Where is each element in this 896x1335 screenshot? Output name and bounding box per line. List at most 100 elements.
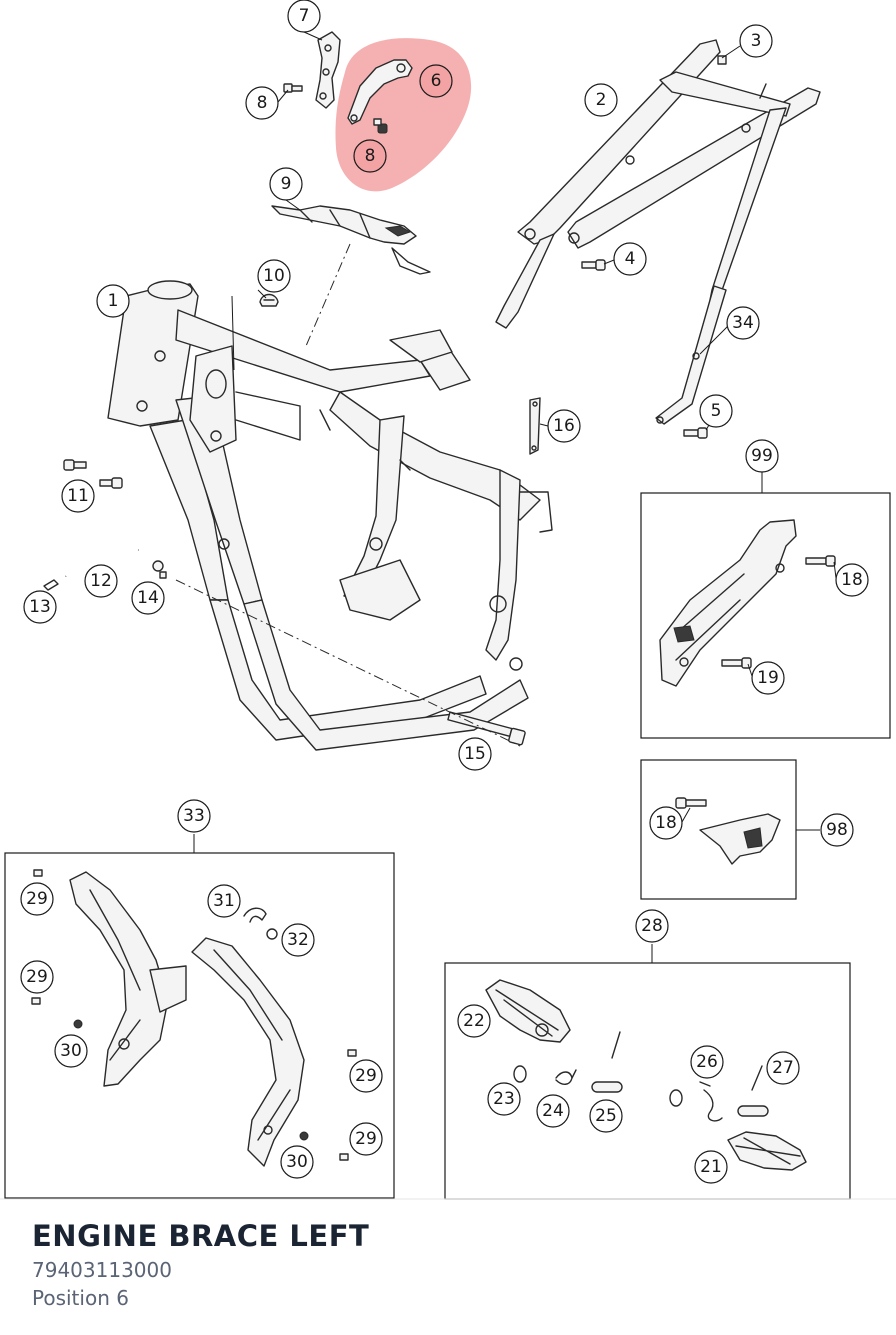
callout-18-lower[interactable]: 18	[649, 806, 683, 840]
callout-4[interactable]: 4	[613, 242, 647, 276]
callout-8-upper[interactable]: 8	[245, 86, 279, 120]
part-9-top-plate[interactable]	[271, 205, 431, 275]
callout-31[interactable]: 31	[207, 884, 241, 918]
callout-27[interactable]: 27	[766, 1051, 800, 1085]
callout-29-c[interactable]: 29	[349, 1059, 383, 1093]
callout-9[interactable]: 9	[269, 167, 303, 201]
part-6-engine-brace-left[interactable]	[347, 59, 413, 125]
callout-29-b[interactable]: 29	[20, 960, 54, 994]
callout-leader-lines	[193, 31, 837, 963]
part-14-nut[interactable]	[152, 560, 167, 579]
svg-text:32: 32	[287, 930, 309, 950]
callout-19[interactable]: 19	[751, 661, 785, 695]
svg-text:3: 3	[751, 31, 762, 51]
callout-22[interactable]: 22	[457, 1004, 491, 1038]
callout-23[interactable]: 23	[487, 1082, 521, 1116]
part-11-bolts[interactable]	[63, 459, 123, 489]
callout-26[interactable]: 26	[690, 1045, 724, 1079]
callout-25[interactable]: 25	[589, 1099, 623, 1133]
callout-14[interactable]: 14	[131, 581, 165, 615]
callout-32[interactable]: 32	[281, 923, 315, 957]
part-25-pin[interactable]	[591, 1081, 623, 1093]
svg-text:16: 16	[553, 416, 575, 436]
part-info-panel: ENGINE BRACE LEFT 79403113000 Position 6	[32, 1216, 369, 1312]
svg-text:1: 1	[108, 291, 119, 311]
svg-text:7: 7	[299, 6, 310, 26]
svg-text:30: 30	[60, 1041, 82, 1061]
part-12-hose[interactable]	[64, 547, 139, 578]
svg-text:12: 12	[90, 571, 112, 591]
part-number: 79403113000	[32, 1258, 172, 1282]
part-26-spring[interactable]	[699, 1081, 723, 1122]
callout-29-d[interactable]: 29	[349, 1122, 383, 1156]
callout-11[interactable]: 11	[61, 479, 95, 513]
callout-33[interactable]: 33	[177, 799, 211, 833]
part-30-nuts[interactable]	[73, 1019, 309, 1141]
part-7-bracket[interactable]	[315, 31, 341, 109]
part-29-screws[interactable]	[31, 869, 357, 1161]
callout-12[interactable]: 12	[84, 564, 118, 598]
part-24-spring[interactable]	[555, 1069, 577, 1085]
part-98-guide-block[interactable]	[699, 813, 781, 865]
svg-text:10: 10	[263, 266, 285, 286]
group-box-33	[4, 852, 395, 1199]
part-13-clip[interactable]	[43, 579, 59, 591]
callout-98[interactable]: 98	[820, 813, 854, 847]
callout-3[interactable]: 3	[739, 24, 773, 58]
callout-18-upper[interactable]: 18	[835, 563, 869, 597]
part-5-bolt[interactable]	[683, 427, 708, 439]
svg-text:13: 13	[29, 597, 51, 617]
callout-28[interactable]: 28	[635, 909, 669, 943]
part-10-clamp[interactable]	[259, 293, 279, 307]
svg-text:31: 31	[213, 891, 235, 911]
part-2-subframe[interactable]	[495, 39, 821, 329]
part-99-chain-guide[interactable]	[659, 519, 797, 687]
svg-text:8: 8	[365, 146, 376, 166]
part-3-bolt[interactable]	[717, 55, 727, 65]
part-34-strut[interactable]	[655, 285, 727, 425]
part-18-screw-lower[interactable]	[675, 797, 707, 809]
part-27-split-pin[interactable]	[611, 1031, 763, 1091]
part-33-frame-protector-left[interactable]	[69, 871, 187, 1087]
callout-24[interactable]: 24	[536, 1094, 570, 1128]
svg-text:4: 4	[625, 249, 636, 269]
svg-text:15: 15	[464, 744, 486, 764]
callout-10[interactable]: 10	[257, 259, 291, 293]
callout-34[interactable]: 34	[726, 306, 760, 340]
part-8-bolt-lower[interactable]	[373, 118, 388, 134]
callout-16[interactable]: 16	[547, 409, 581, 443]
svg-text:25: 25	[595, 1106, 617, 1126]
part-31-spring[interactable]	[243, 907, 267, 923]
part-1-main-frame[interactable]	[107, 280, 553, 751]
callout-7[interactable]: 7	[287, 0, 321, 33]
part-19-screw[interactable]	[721, 657, 752, 669]
svg-text:29: 29	[355, 1129, 377, 1149]
callout-21[interactable]: 21	[694, 1150, 728, 1184]
part-21-footrest-right[interactable]	[727, 1131, 807, 1171]
callout-13[interactable]: 13	[23, 590, 57, 624]
svg-text:34: 34	[732, 313, 754, 333]
callout-30-b[interactable]: 30	[280, 1145, 314, 1179]
part-33-frame-protector-right[interactable]	[191, 937, 305, 1167]
callout-1[interactable]: 1	[96, 284, 130, 318]
callout-6-selected[interactable]: 6	[419, 64, 453, 98]
part-23-washer[interactable]	[513, 1065, 683, 1107]
part-15-swingarm-bolt[interactable]	[447, 711, 526, 746]
callout-99[interactable]: 99	[745, 439, 779, 473]
part-4-bolt[interactable]	[581, 259, 606, 271]
part-8-bolt-upper[interactable]	[283, 83, 303, 93]
callout-2[interactable]: 2	[584, 83, 618, 117]
svg-text:8: 8	[257, 93, 268, 113]
exploded-parts-diagram: 7 6 8 8 3 2 9 4 10 1 34 5 16 99 11 18 12…	[0, 0, 896, 1200]
callout-8-lower[interactable]: 8	[353, 139, 387, 173]
part-position: Position 6	[32, 1286, 129, 1310]
callout-29-a[interactable]: 29	[20, 882, 54, 916]
part-22-footrest-left[interactable]	[485, 979, 571, 1043]
part-25-pin-right[interactable]	[737, 1105, 769, 1117]
callout-15[interactable]: 15	[458, 737, 492, 771]
callout-5[interactable]: 5	[699, 394, 733, 428]
part-16-strap[interactable]	[529, 397, 541, 455]
part-32-ring[interactable]	[266, 928, 278, 940]
part-18-screw-upper[interactable]	[805, 555, 836, 567]
callout-30-a[interactable]: 30	[54, 1034, 88, 1068]
